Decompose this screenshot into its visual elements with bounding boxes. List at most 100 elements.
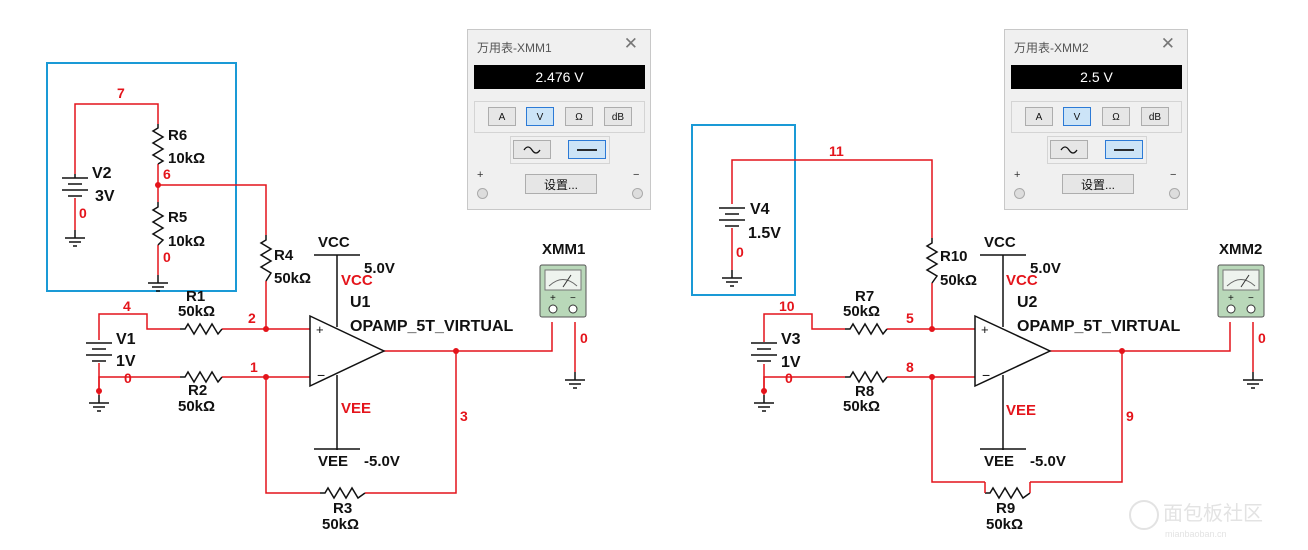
net-label: 4 xyxy=(123,298,131,314)
vee-value-1: -5.0V xyxy=(364,453,400,470)
net-label: 9 xyxy=(1126,408,1134,424)
vee-label-2: VEE xyxy=(984,453,1014,470)
u2-name: U2 xyxy=(1017,294,1038,311)
u2-model: OPAMP_5T_VIRTUAL xyxy=(1017,318,1181,335)
ground-icon xyxy=(147,274,169,292)
panel-title: 万用表-XMM2 xyxy=(1014,41,1089,55)
battery-v4[interactable] xyxy=(719,207,745,227)
resistor-r7[interactable] xyxy=(845,322,888,336)
multimeter-xmm1-icon[interactable] xyxy=(539,264,587,318)
r3-name: R3 xyxy=(333,500,352,517)
ohmmeter-button[interactable]: Ω xyxy=(565,107,593,126)
minus-terminal[interactable] xyxy=(1169,188,1180,199)
xmm1-label: XMM1 xyxy=(542,241,585,258)
close-icon[interactable]: ✕ xyxy=(623,34,638,53)
v3-value: 1V xyxy=(781,354,801,371)
wires-1 xyxy=(74,103,576,494)
ammeter-button[interactable]: A xyxy=(1025,107,1053,126)
vee-value-2: -5.0V xyxy=(1030,453,1066,470)
dc-mode-button[interactable] xyxy=(568,140,606,159)
resistor-r8[interactable] xyxy=(845,370,888,384)
r10-value: 50kΩ xyxy=(940,272,977,289)
svg-text:−: − xyxy=(317,367,325,383)
resistor-r9[interactable] xyxy=(985,486,1031,500)
net-label: 5 xyxy=(906,310,914,326)
resistor-r10[interactable] xyxy=(925,238,939,284)
r4-value: 50kΩ xyxy=(274,270,311,287)
multimeter-xmm2-panel[interactable]: 万用表-XMM2 ✕ 2.5 V A V Ω dB + − 设置... xyxy=(1004,29,1188,210)
u1-model: OPAMP_5T_VIRTUAL xyxy=(350,318,514,335)
ac-mode-button[interactable] xyxy=(1050,140,1088,159)
net-label: 11 xyxy=(829,143,844,159)
xmm2-label: XMM2 xyxy=(1219,241,1262,258)
circuit-2: V4 1.5V R10 50kΩ V3 1V R7 50kΩ R8 50kΩ R… xyxy=(691,124,1266,533)
vcc-label-1: VCC xyxy=(318,234,350,251)
minus-terminal[interactable] xyxy=(632,188,643,199)
plus-terminal[interactable] xyxy=(1014,188,1025,199)
net-label: 0 xyxy=(736,244,744,260)
v4-name: V4 xyxy=(750,201,770,218)
multimeter-xmm1-panel[interactable]: 万用表-XMM1 ✕ 2.476 V A V Ω dB + − 设置... xyxy=(467,29,651,210)
vcc-label-2: VCC xyxy=(984,234,1016,251)
decibel-button[interactable]: dB xyxy=(604,107,632,126)
close-icon[interactable]: ✕ xyxy=(1160,34,1175,53)
r7-name: R7 xyxy=(855,288,874,305)
net-label: 6 xyxy=(163,166,171,182)
minus-terminal-label: − xyxy=(633,169,640,181)
meter-reading: 2.476 V xyxy=(474,65,645,89)
resistor-r4[interactable] xyxy=(259,235,273,282)
v3-name: V3 xyxy=(781,331,801,348)
resistor-r1[interactable] xyxy=(180,322,223,336)
plus-terminal[interactable] xyxy=(477,188,488,199)
battery-v2[interactable] xyxy=(62,174,88,197)
wires-2 xyxy=(731,159,1254,483)
ground-icon xyxy=(1242,371,1264,389)
dc-mode-button[interactable] xyxy=(1105,140,1143,159)
vee-pin-2: VEE xyxy=(1006,402,1036,419)
r9-name: R9 xyxy=(996,500,1015,517)
battery-v1[interactable] xyxy=(86,342,112,362)
battery-v3[interactable] xyxy=(751,342,777,362)
plus-terminal-label: + xyxy=(477,169,484,181)
r2-value: 50kΩ xyxy=(178,398,215,415)
panel-title: 万用表-XMM1 xyxy=(477,41,552,55)
selection-box-2[interactable] xyxy=(691,124,796,296)
net-label: 10 xyxy=(779,298,795,314)
opamp-u1[interactable]: + − xyxy=(309,254,386,450)
vcc-value-2: 5.0V xyxy=(1030,260,1061,277)
r6-name: R6 xyxy=(168,127,187,144)
watermark-sub: mianbaoban.cn xyxy=(1165,529,1227,539)
function-group: A V Ω dB xyxy=(1011,101,1182,133)
settings-button[interactable]: 设置... xyxy=(525,174,597,194)
svg-text:+: + xyxy=(316,322,324,337)
net-label: 0 xyxy=(163,249,171,265)
r9-value: 50kΩ xyxy=(986,516,1023,533)
selection-box-1[interactable] xyxy=(46,62,237,292)
net-label: 0 xyxy=(1258,330,1266,346)
resistor-r2[interactable] xyxy=(180,370,223,384)
r6-value: 10kΩ xyxy=(168,150,205,167)
settings-button[interactable]: 设置... xyxy=(1062,174,1134,194)
net-label: 1 xyxy=(250,359,258,375)
ground-icon xyxy=(88,394,110,412)
r5-value: 10kΩ xyxy=(168,233,205,250)
net-label: 2 xyxy=(248,310,256,326)
r8-value: 50kΩ xyxy=(843,398,880,415)
decibel-button[interactable]: dB xyxy=(1141,107,1169,126)
vcc-value-1: 5.0V xyxy=(364,260,395,277)
resistor-r6[interactable] xyxy=(151,124,165,165)
ammeter-button[interactable]: A xyxy=(488,107,516,126)
voltmeter-button[interactable]: V xyxy=(1063,107,1091,126)
mode-group xyxy=(1047,136,1147,164)
dc-line-icon xyxy=(577,149,597,151)
resistor-r5[interactable] xyxy=(151,202,165,246)
v2-value: 3V xyxy=(95,188,115,205)
voltmeter-button[interactable]: V xyxy=(526,107,554,126)
opamp-u2[interactable]: + − xyxy=(974,254,1052,450)
multimeter-xmm2-icon[interactable] xyxy=(1217,264,1265,318)
ohmmeter-button[interactable]: Ω xyxy=(1102,107,1130,126)
ac-mode-button[interactable] xyxy=(513,140,551,159)
minus-terminal-label: − xyxy=(1170,169,1177,181)
resistor-r3[interactable] xyxy=(320,486,366,500)
